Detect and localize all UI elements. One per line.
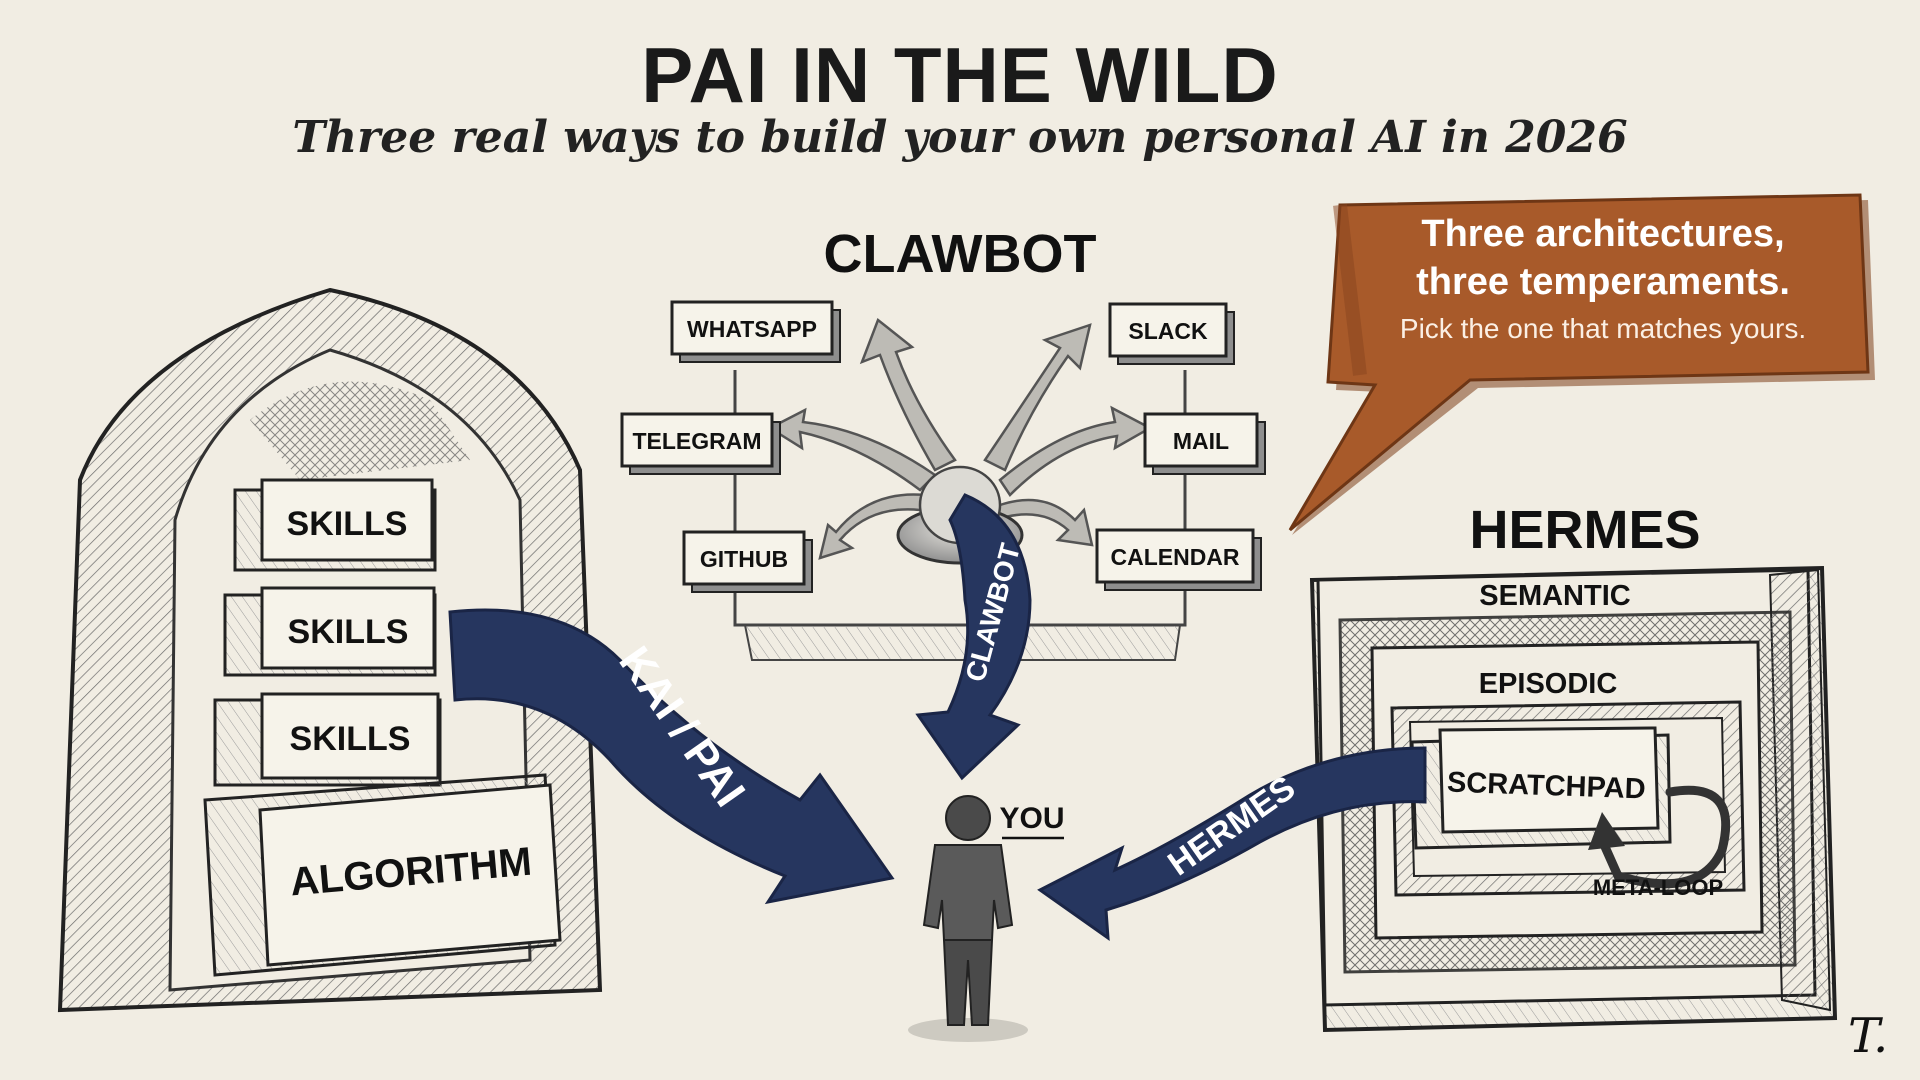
page-title: PAI IN THE WILD bbox=[641, 31, 1279, 119]
page-subtitle: Three real ways to build your own person… bbox=[292, 112, 1628, 163]
clawbot-arms bbox=[767, 317, 1153, 560]
skills-label: SKILLS bbox=[288, 613, 409, 651]
service-node-calendar: CALENDAR bbox=[1095, 528, 1262, 591]
semantic-label: SEMANTIC bbox=[1479, 580, 1631, 612]
meta-loop-arrow bbox=[1597, 785, 1731, 889]
you-figure: YOU bbox=[908, 795, 1065, 1042]
kai-structure: SKILLS SKILLS SKILLS ALGORITHM bbox=[57, 287, 603, 1013]
kai-arch-inner-shade bbox=[250, 381, 470, 480]
clawbot-arrow: CLAWBOT bbox=[915, 493, 1032, 781]
service-node-telegram: TELEGRAM bbox=[620, 412, 781, 475]
callout-line-3: Pick the one that matches yours. bbox=[1399, 313, 1807, 344]
skills-block: SKILLS bbox=[233, 478, 437, 572]
calendar-label: CALENDAR bbox=[1110, 544, 1239, 570]
callout-line-1: Three architectures, bbox=[1421, 213, 1785, 255]
clawbot-base-bar bbox=[743, 624, 1182, 661]
callout-line-2: three temperaments. bbox=[1416, 261, 1790, 303]
meta-loop-label: META-LOOP bbox=[1593, 875, 1723, 900]
mail-label: MAIL bbox=[1173, 428, 1229, 454]
hermes-structure: HERMES SEMANTIC EPISODIC SCRATCHPAD META… bbox=[1309, 500, 1838, 1033]
skills-label: SKILLS bbox=[287, 505, 408, 543]
service-node-whatsapp: WHATSAPP bbox=[670, 300, 841, 363]
service-node-mail: MAIL bbox=[1143, 412, 1266, 475]
callout-bubble bbox=[1288, 193, 1875, 535]
scratchpad-label: SCRATCHPAD bbox=[1446, 767, 1646, 806]
clawbot-structure: CLAWBOT WHATSAPP bbox=[620, 224, 1266, 661]
you-label: YOU bbox=[999, 802, 1064, 835]
meta-loop-arrowhead bbox=[1588, 812, 1625, 850]
algorithm-block: ALGORITHM bbox=[203, 773, 562, 977]
skills-label: SKILLS bbox=[290, 720, 411, 758]
telegram-label: TELEGRAM bbox=[632, 428, 761, 454]
signature: T. bbox=[1848, 1008, 1889, 1064]
github-label: GITHUB bbox=[700, 546, 788, 572]
clawbot-title: CLAWBOT bbox=[824, 224, 1097, 284]
skills-block: SKILLS bbox=[223, 586, 437, 677]
callout-text: Three architectures, three temperaments.… bbox=[1338, 210, 1868, 380]
skills-block: SKILLS bbox=[213, 692, 442, 787]
service-node-github: GITHUB bbox=[682, 530, 813, 593]
service-node-slack: SLACK bbox=[1108, 302, 1235, 365]
hermes-title: HERMES bbox=[1469, 500, 1700, 560]
episodic-label: EPISODIC bbox=[1479, 668, 1618, 700]
slack-label: SLACK bbox=[1128, 318, 1208, 344]
whatsapp-label: WHATSAPP bbox=[687, 316, 817, 342]
